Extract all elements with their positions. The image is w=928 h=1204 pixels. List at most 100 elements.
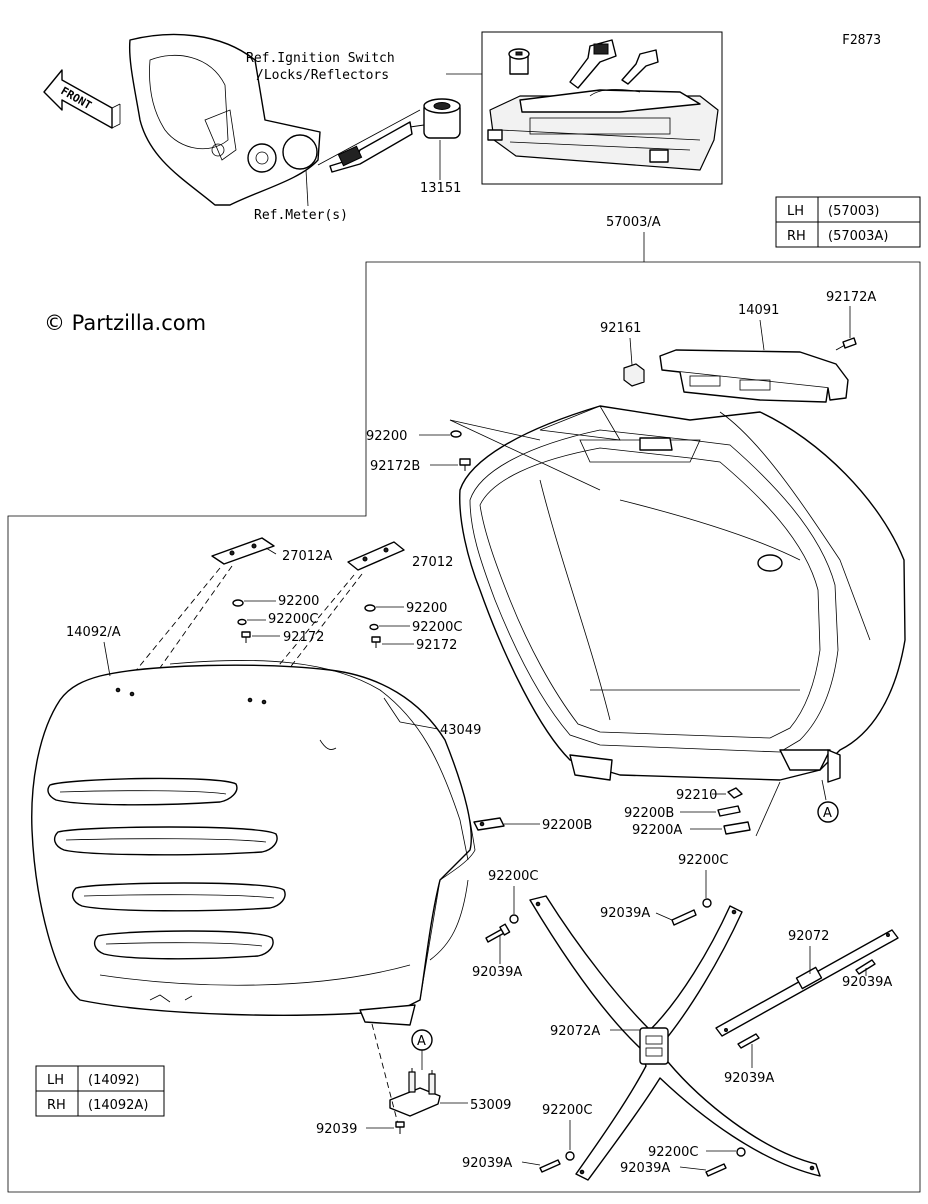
callout-14092A: 14092/A: [66, 625, 121, 640]
callout-92200C-c: 92200C: [542, 1103, 592, 1118]
callout-92172B: 92172B: [370, 459, 420, 474]
leader: [821, 779, 827, 801]
strap-92072: [715, 929, 899, 1037]
leader: [449, 419, 601, 491]
lid-mechanism: [487, 88, 719, 171]
table-side-rh: RH: [47, 1098, 66, 1113]
callout-92200-case: 92200: [366, 429, 407, 444]
ref-meter: Ref.Meter(s): [254, 208, 348, 223]
leader: [399, 721, 439, 730]
key-icon: [569, 39, 617, 89]
washer-icon: [364, 604, 376, 612]
callout-92200B-cover: 92200B: [542, 818, 592, 833]
screw-icon: [459, 458, 471, 471]
callout-92172A: 92172A: [826, 290, 876, 305]
table-side-rh: RH: [787, 229, 806, 244]
table-side-lh: LH: [47, 1073, 64, 1088]
copyright: © Partzilla.com: [44, 311, 206, 335]
washer-icon: [509, 914, 519, 924]
washer-icon: [450, 430, 462, 438]
leader: [265, 547, 277, 555]
leader: [755, 781, 781, 837]
rubber-block-icon: [623, 363, 645, 387]
callout-92172-left: 92172: [283, 630, 324, 645]
leader: [103, 641, 111, 677]
front-arrow-icon: FRONT: [43, 69, 121, 129]
leader: [629, 337, 633, 366]
callout-92172-right: 92172: [416, 638, 457, 653]
table-part-lh: (14092): [88, 1073, 140, 1088]
bracket-92200B: [473, 817, 505, 831]
callout-92039A-f: 92039A: [620, 1161, 670, 1176]
callout-92039A-b: 92039A: [600, 906, 650, 921]
screw-icon: [835, 337, 857, 351]
lock-cylinder-icon: [508, 48, 530, 75]
rivet-icon: [737, 1033, 760, 1049]
washer-icon: [237, 618, 247, 626]
callout-14091: 14091: [738, 303, 779, 318]
screw-icon: [395, 1121, 405, 1134]
callout-53009: 53009: [470, 1098, 511, 1113]
callout-92039A-d: 92039A: [724, 1071, 774, 1086]
leader: [679, 1166, 707, 1171]
accessory-socket: [329, 98, 461, 173]
plate-92200A: [723, 821, 751, 835]
saddlebag-cover: [31, 660, 476, 1026]
rivet-icon: [705, 1163, 727, 1177]
cover-side-table: LH (14092) RH (14092A): [35, 1065, 165, 1117]
plate-27012A: [211, 537, 275, 565]
leader: [449, 419, 541, 441]
callout-92200-right: 92200: [406, 601, 447, 616]
callout-92200-left: 92200: [278, 594, 319, 609]
ref-ignition-line2: /Locks/Reflectors: [256, 68, 389, 83]
callout-92200C-b: 92200C: [678, 853, 728, 868]
leader: [655, 912, 673, 921]
table-side-lh: LH: [787, 204, 804, 219]
bracket-53009: [389, 1068, 441, 1117]
ref-ignition-line1: Ref.Ignition Switch: [246, 51, 395, 66]
rivet-icon: [485, 923, 511, 943]
callout-43049: 43049: [440, 723, 481, 738]
callout-13151: 13151: [420, 181, 461, 196]
reflector-14091: [659, 349, 849, 403]
callout-92200C-left: 92200C: [268, 612, 318, 627]
callout-92039A-a: 92039A: [472, 965, 522, 980]
callout-92200C-d: 92200C: [648, 1145, 698, 1160]
figure-id: F2873: [842, 33, 881, 48]
rivet-icon: [855, 959, 876, 975]
leader: [305, 169, 309, 207]
washer-icon: [702, 898, 712, 908]
case-side-table: LH (57003) RH (57003A): [775, 196, 921, 248]
ref-marker-a: [817, 801, 839, 823]
leader: [317, 109, 421, 166]
washer-icon: [736, 1147, 746, 1157]
leader: [383, 697, 401, 723]
plate-92200B: [717, 805, 741, 817]
callout-92200B-case: 92200B: [624, 806, 674, 821]
callout-92072A: 92072A: [550, 1024, 600, 1039]
callout-57003: 57003/A: [606, 215, 661, 230]
callout-92200C-a: 92200C: [488, 869, 538, 884]
leader: [759, 319, 765, 351]
washer-icon: [232, 599, 244, 607]
leader: [521, 1161, 541, 1166]
screw-icon: [371, 636, 381, 648]
strap-92072A: [529, 895, 821, 1181]
rivet-icon: [539, 1159, 561, 1173]
callout-92039A-c: 92039A: [842, 975, 892, 990]
assembly-line: [261, 573, 363, 705]
fairing-panel: [128, 33, 321, 206]
key-blank-icon: [621, 49, 659, 85]
callout-92200C-right: 92200C: [412, 620, 462, 635]
callout-92161: 92161: [600, 321, 641, 336]
ref-marker-a-label: A: [417, 1034, 426, 1049]
callout-92210: 92210: [676, 788, 717, 803]
table-part-lh: (57003): [828, 204, 880, 219]
ref-marker-a-label: A: [823, 806, 832, 821]
callout-92039: 92039: [316, 1122, 357, 1137]
assembly-line: [371, 1023, 399, 1125]
saddlebag-case: [459, 405, 906, 783]
rivet-icon: [671, 909, 697, 926]
